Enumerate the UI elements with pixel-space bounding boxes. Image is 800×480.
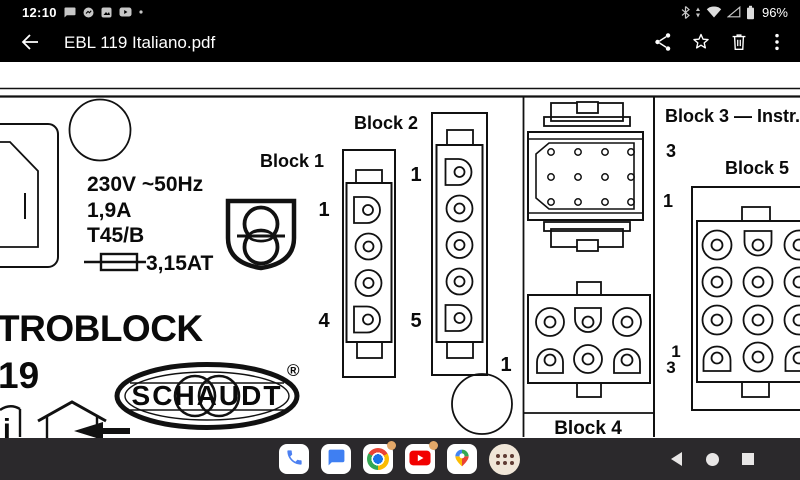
delete-button[interactable] [720, 24, 758, 62]
overflow-menu-button[interactable] [758, 24, 796, 62]
recents-square-icon [742, 453, 754, 465]
block2-connector: Block 2 1 5 [354, 112, 488, 376]
fuse-rating: 3,15AT [146, 252, 213, 275]
schaudt-logo: SCHAUDT ® [114, 361, 300, 430]
nav-back-button[interactable] [668, 451, 684, 467]
transformer-symbol [225, 198, 297, 271]
back-button[interactable] [10, 24, 48, 62]
mounting-hole-top [68, 98, 132, 162]
more-notifications-dot-icon [139, 10, 143, 14]
battery-icon [746, 5, 755, 20]
block2-label: Block 2 [354, 113, 418, 133]
mains-inlet [0, 123, 59, 268]
status-bar-right: 96% [681, 5, 788, 20]
trash-icon [728, 31, 750, 56]
rating-current: 1,9A [87, 199, 131, 222]
status-bar: 12:10 [0, 0, 800, 24]
app-drawer-icon [495, 454, 514, 465]
fuse-symbol [84, 252, 146, 272]
block4-right-label-3: 3 [666, 358, 675, 377]
messenger-notification-icon [83, 7, 94, 18]
home-circle-icon [705, 452, 719, 466]
svg-text:i: i [3, 413, 11, 438]
registered-mark: ® [287, 361, 300, 380]
dock-messages-app[interactable] [321, 444, 351, 474]
product-name: TROBLOCK [0, 308, 203, 349]
block1-pin1-label: 1 [318, 199, 329, 221]
battery-percent: 96% [761, 4, 788, 20]
app-bar: EBL 119 Italiano.pdf [0, 24, 800, 62]
taskbar [0, 438, 800, 480]
youtube-icon [409, 450, 431, 469]
back-triangle-icon [670, 452, 682, 466]
youtube-notification-dot [429, 441, 438, 450]
block3-connector [527, 101, 644, 252]
chrome-icon [367, 448, 389, 470]
app-drawer-button[interactable] [489, 444, 520, 475]
star-button[interactable] [682, 24, 720, 62]
block1-connector: Block 1 1 4 [260, 149, 396, 378]
product-number: 19 [0, 355, 39, 396]
document-title: EBL 119 Italiano.pdf [64, 33, 216, 52]
rating-voltage: 230V ~50Hz [87, 173, 203, 196]
block2-pin5-label: 5 [410, 310, 421, 332]
more-vert-icon [766, 31, 788, 56]
chrome-notification-dot [387, 441, 396, 450]
android-nav-buttons [668, 438, 756, 480]
dock-maps-app[interactable] [447, 444, 477, 474]
block4-pin1-label: 1 [500, 354, 511, 376]
cell-signal-icon [726, 6, 741, 18]
block4-right-label-1: 1 [671, 342, 680, 361]
mounting-hole-bottom [451, 373, 513, 435]
block5-connector: Block 5 [691, 158, 800, 411]
star-icon [690, 31, 712, 56]
dock [279, 441, 520, 475]
mobile-data-icon [695, 7, 701, 18]
phone-icon [285, 448, 304, 470]
share-icon [652, 31, 674, 56]
dock-chrome-app[interactable] [363, 441, 396, 474]
rating-fuse-type: T45/B [87, 224, 144, 247]
chat-bubble-icon [327, 448, 346, 470]
block3-row1-label: 1 [663, 191, 673, 211]
dock-phone-app[interactable] [279, 444, 309, 474]
status-time: 12:10 [22, 4, 57, 20]
pdf-page-view[interactable]: 230V ~50Hz 1,9A T45/B 3,15AT TROBLOCK 19 [0, 62, 800, 444]
block5-label: Block 5 [725, 158, 789, 178]
arrow-into-house [74, 422, 130, 440]
block3-row3-label: 3 [666, 141, 676, 161]
nav-home-button[interactable] [704, 451, 720, 467]
nav-recents-button[interactable] [740, 451, 756, 467]
bluetooth-icon [681, 5, 690, 19]
maps-pin-icon [452, 447, 472, 472]
block4-label: Block 4 [554, 418, 622, 438]
youtube-notification-icon [119, 7, 132, 17]
block3-pins [547, 148, 635, 206]
manual-info-pictogram: i [0, 405, 22, 444]
messages-notification-icon [64, 7, 76, 18]
indoor-use-pictogram [37, 400, 130, 440]
block4-connector [523, 281, 654, 414]
block1-label: Block 1 [260, 151, 324, 171]
share-button[interactable] [644, 24, 682, 62]
brand-text: SCHAUDT [132, 380, 283, 411]
arrow-left-icon [19, 32, 39, 55]
elektroblock-diagram: 230V ~50Hz 1,9A T45/B 3,15AT TROBLOCK 19 [0, 87, 800, 444]
photos-notification-icon [101, 7, 112, 18]
status-bar-left: 12:10 [22, 5, 143, 20]
wifi-icon [706, 6, 722, 18]
dock-youtube-app[interactable] [405, 441, 438, 474]
block1-pin4-label: 4 [318, 310, 330, 332]
block3-label: Block 3 — Instr. [665, 106, 800, 126]
block2-pin1-label: 1 [410, 164, 421, 186]
